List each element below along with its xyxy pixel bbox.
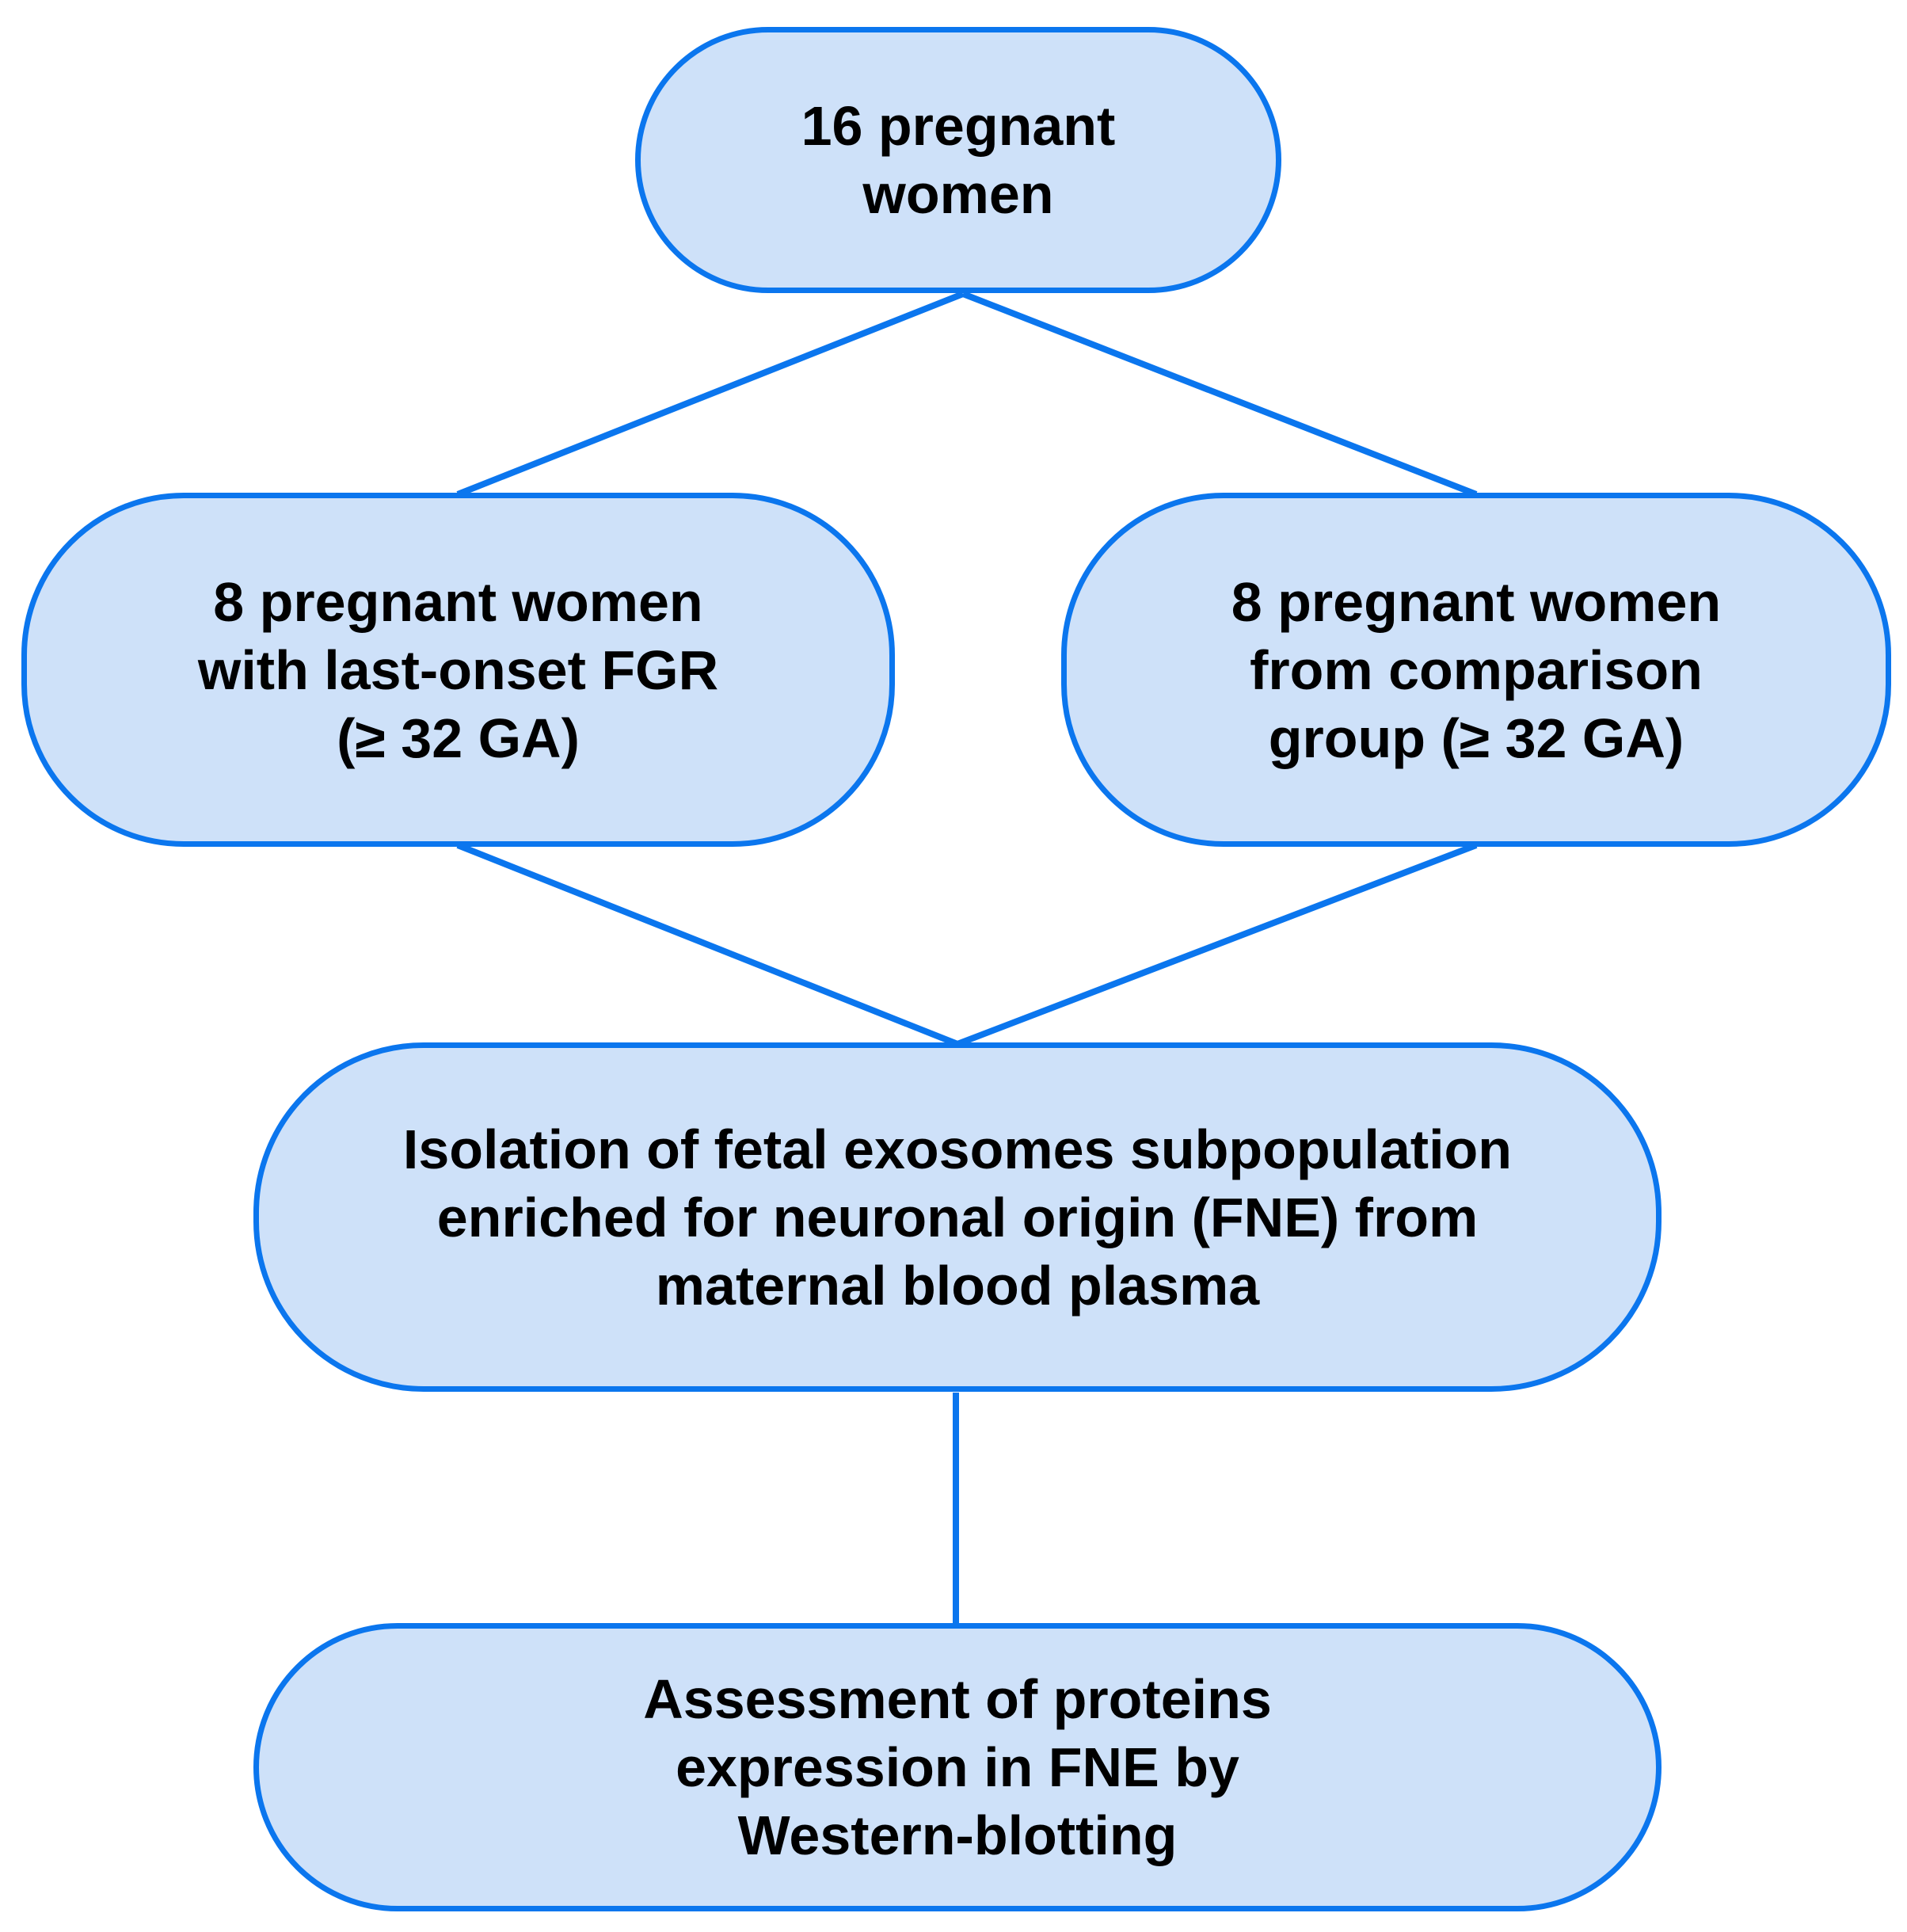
edge-total-to-fgr xyxy=(456,291,965,497)
node-fne-isolation: Isolation of fetal exosomes subpopulatio… xyxy=(253,1042,1661,1392)
edge-comparison-to-isolation xyxy=(956,842,1478,1047)
node-western-blotting-assessment: Assessment of proteins expression in FNE… xyxy=(253,1623,1661,1911)
edge-total-to-comparison xyxy=(961,291,1478,497)
edge-fgr-to-isolation xyxy=(456,842,959,1047)
node-16-pregnant-women: 16 pregnant women xyxy=(635,27,1281,293)
node-label: Isolation of fetal exosomes subpopulatio… xyxy=(402,1118,1513,1317)
node-label: Assessment of proteins expression in FNE… xyxy=(643,1668,1272,1866)
node-label: 8 pregnant women from comparison group (… xyxy=(1231,570,1722,769)
node-label: 16 pregnant women xyxy=(801,95,1116,225)
node-label: 8 pregnant women with last-onset FGR (≥ … xyxy=(197,570,719,769)
node-fgr-group: 8 pregnant women with last-onset FGR (≥ … xyxy=(21,493,895,847)
node-comparison-group: 8 pregnant women from comparison group (… xyxy=(1061,493,1891,847)
